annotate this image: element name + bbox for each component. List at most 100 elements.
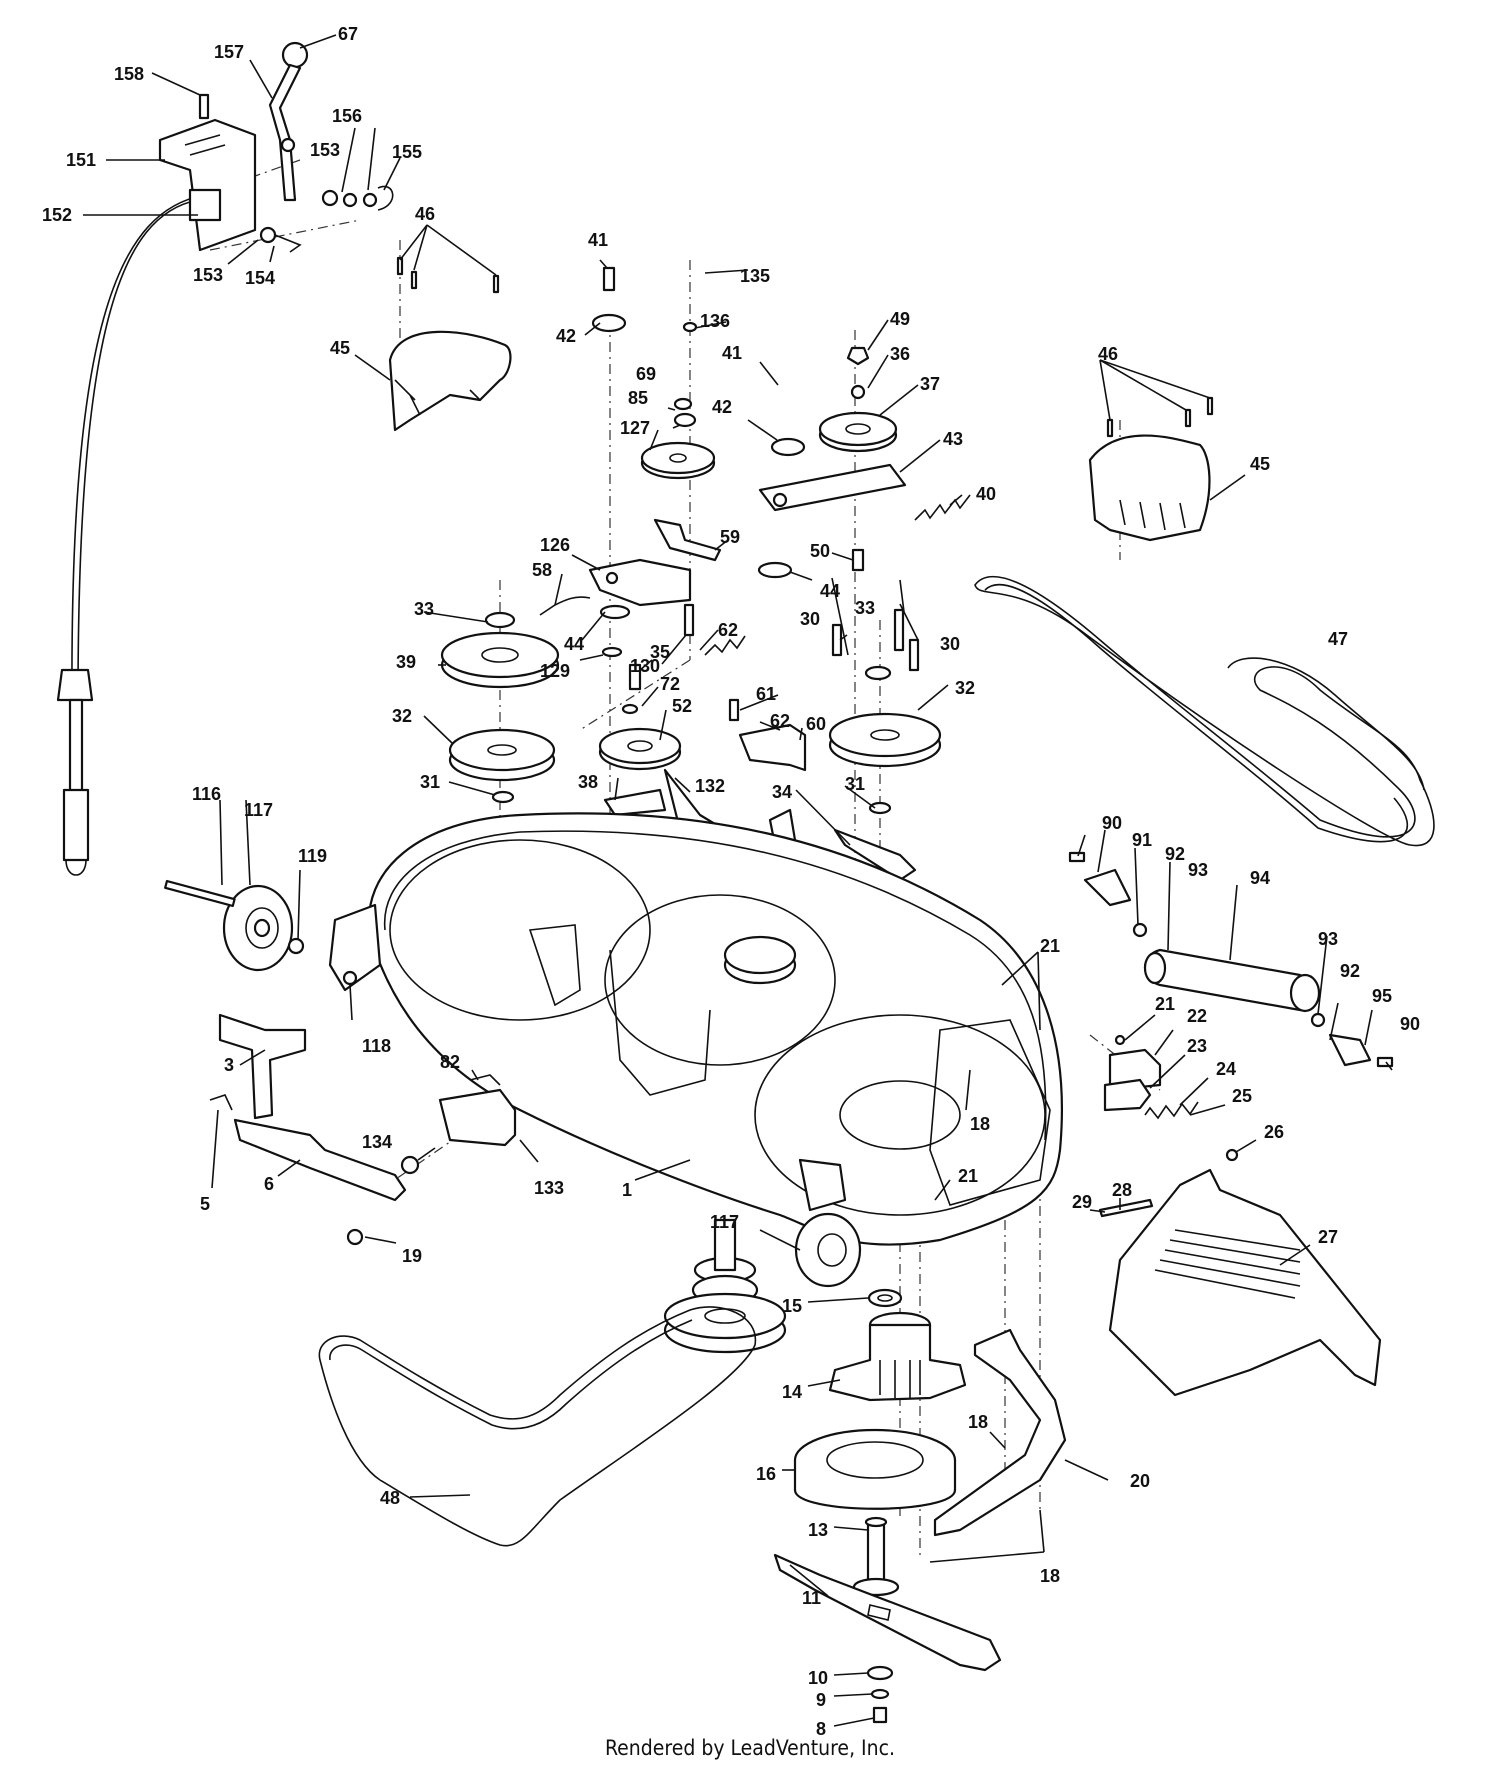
callout-59: 59	[720, 527, 740, 547]
callout-153: 153	[310, 140, 340, 160]
roller-brackets	[1068, 851, 1394, 1068]
callout-39: 39	[396, 652, 416, 672]
callout-156: 156	[332, 106, 362, 126]
callout-50: 50	[810, 541, 830, 561]
callout-157: 157	[214, 42, 244, 62]
callout-62a: 62	[718, 620, 738, 640]
callout-34: 34	[772, 782, 792, 802]
lever-hardware	[198, 93, 394, 253]
callout-90a: 90	[1102, 813, 1122, 833]
callout-92b: 92	[1340, 961, 1360, 981]
callout-93b: 93	[1318, 929, 1338, 949]
callout-37: 37	[920, 374, 940, 394]
footer-credit: Rendered by LeadVenture, Inc.	[605, 1736, 895, 1760]
callout-58: 58	[532, 560, 552, 580]
callout-152: 152	[42, 205, 72, 225]
callout-60: 60	[806, 714, 826, 734]
washer-44-right	[757, 561, 793, 579]
bracket-59	[653, 518, 722, 562]
callout-29: 29	[1072, 1192, 1092, 1212]
callout-154: 154	[245, 268, 275, 288]
callout-20: 20	[1130, 1471, 1150, 1491]
idler-arm	[758, 437, 907, 512]
callout-95: 95	[1372, 986, 1392, 1006]
blade-11	[773, 1553, 1002, 1672]
belt-47	[974, 575, 1435, 847]
callout-82: 82	[440, 1052, 460, 1072]
center-pulley-stack	[591, 266, 716, 480]
callout-135: 135	[740, 266, 770, 286]
callout-31a: 31	[420, 772, 440, 792]
callout-43: 43	[943, 429, 963, 449]
callout-41b: 41	[722, 343, 742, 363]
callout-labels: 67 157 158 156 153 155 151 152 153 154 4…	[42, 24, 1420, 1739]
callout-67: 67	[338, 24, 358, 44]
gauge-wheel-front	[794, 1212, 862, 1288]
bearing-15	[867, 1288, 903, 1308]
left-pulley-32	[448, 728, 556, 804]
callout-18a: 18	[970, 1114, 990, 1134]
callout-8: 8	[816, 1719, 826, 1739]
callout-42a: 42	[556, 326, 576, 346]
callout-44b: 44	[564, 634, 584, 654]
right-idler-pulley	[818, 346, 898, 453]
callout-85: 85	[628, 388, 648, 408]
callout-136: 136	[700, 311, 730, 331]
callout-21b: 21	[958, 1166, 978, 1186]
belt-48	[318, 1306, 757, 1547]
callout-45b: 45	[1250, 454, 1270, 474]
callout-155: 155	[392, 142, 422, 162]
callout-130: 130	[630, 656, 660, 676]
spindle-pulley-117	[663, 1218, 787, 1354]
callout-42b: 42	[712, 397, 732, 417]
callout-61: 61	[756, 684, 776, 704]
callout-153b: 153	[193, 265, 223, 285]
callout-23: 23	[1187, 1036, 1207, 1056]
callout-72: 72	[660, 674, 680, 694]
callout-44a: 44	[820, 581, 840, 601]
callout-14: 14	[782, 1382, 802, 1402]
callout-40: 40	[976, 484, 996, 504]
callout-46a: 46	[415, 204, 435, 224]
callout-118: 118	[362, 1036, 391, 1056]
callout-52: 52	[672, 696, 692, 716]
callout-45a: 45	[330, 338, 350, 358]
callout-13: 13	[808, 1520, 828, 1540]
callout-31b: 31	[845, 774, 865, 794]
discharge-chute-27	[1108, 1168, 1382, 1397]
callout-3: 3	[224, 1055, 234, 1075]
spring-40	[914, 494, 971, 521]
callout-62b: 62	[770, 711, 790, 731]
deflector-20	[933, 1328, 1067, 1537]
callout-9: 9	[816, 1690, 826, 1710]
callout-32b: 32	[955, 678, 975, 698]
callout-26: 26	[1264, 1122, 1284, 1142]
callout-30a: 30	[800, 609, 820, 629]
callout-22: 22	[1187, 1006, 1207, 1026]
bracket-126	[588, 558, 692, 607]
bracket-60	[728, 698, 807, 772]
mower-deck-housing	[328, 812, 1063, 1246]
belt-cover-left	[388, 256, 512, 432]
callout-5: 5	[200, 1194, 210, 1214]
callout-134: 134	[362, 1132, 392, 1152]
callout-119: 119	[298, 846, 327, 866]
callout-33a: 33	[414, 599, 434, 619]
callout-27: 27	[1318, 1227, 1338, 1247]
washer-44-left	[599, 604, 631, 658]
callout-11: 11	[802, 1588, 821, 1608]
belt-cover-right	[1088, 396, 1214, 542]
callout-15: 15	[782, 1296, 802, 1316]
spindle-housing-14	[828, 1311, 967, 1402]
callout-92a: 92	[1165, 844, 1185, 864]
callout-129: 129	[540, 661, 570, 681]
callout-25: 25	[1232, 1086, 1252, 1106]
callout-18c: 18	[1040, 1566, 1060, 1586]
callout-158: 158	[114, 64, 144, 84]
hinge-parts	[1098, 1034, 1239, 1218]
callout-24: 24	[1216, 1059, 1236, 1079]
callout-117a: 117	[244, 800, 273, 820]
callout-151: 151	[66, 150, 96, 170]
